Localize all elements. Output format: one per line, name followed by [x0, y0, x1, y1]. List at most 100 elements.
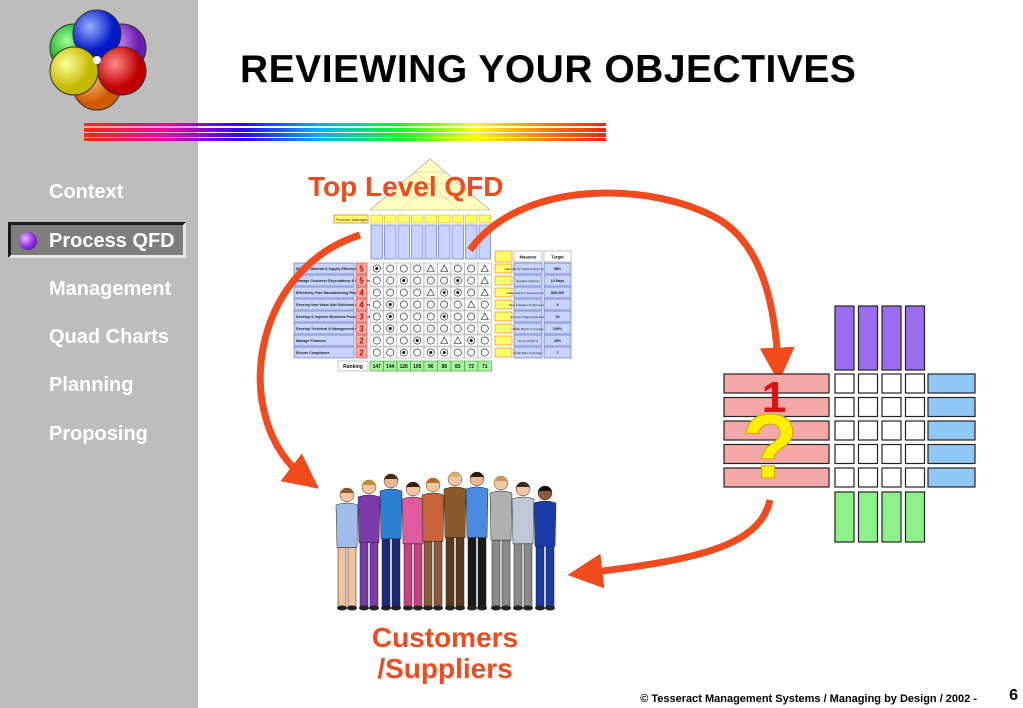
- qfd-dot-symbol: [402, 351, 406, 354]
- qfd-dot-symbol: [388, 327, 392, 330]
- qfd-column-header-box: [465, 214, 478, 224]
- qfd-circle-symbol: [440, 348, 449, 357]
- target-cell-box: [543, 322, 572, 335]
- quad-center-cell: [857, 373, 879, 394]
- qfd-triangle-symbol: [480, 312, 489, 320]
- qfd-dot-symbol: [442, 315, 446, 318]
- qfd-triangle-symbol: [467, 300, 476, 308]
- quad-center-cell: [881, 467, 902, 488]
- ranking-cell-box: [477, 360, 492, 372]
- quad-left-bar: [723, 420, 830, 441]
- quad-center-cell: [881, 396, 902, 418]
- target-cell-box: [543, 298, 572, 311]
- quad-left-bar: [723, 467, 830, 488]
- nav-item-management[interactable]: Management: [49, 278, 172, 300]
- nav-item-planning[interactable]: Planning: [49, 374, 134, 396]
- qfd-circle-symbol: [453, 300, 462, 309]
- ranking-value: 144: [386, 364, 395, 370]
- qfd-circle-symbol: [413, 300, 422, 309]
- measure-cell-box: [513, 322, 543, 335]
- qfd-row: Develop New Value Add Solutions & Proces…: [293, 298, 513, 311]
- target-cell-box: [543, 334, 572, 347]
- process-manager-label: Process Manager: [336, 217, 368, 222]
- measure-cell-box: [513, 262, 543, 275]
- measure-cell: Supplier Delivery: [516, 279, 540, 283]
- qfd-circle-symbol: [399, 264, 408, 273]
- measure-header: Measure: [520, 255, 538, 260]
- ranking-value: 96: [428, 364, 434, 370]
- qfd-circle-symbol: [413, 276, 422, 285]
- quad-number: 1: [762, 373, 786, 422]
- quad-top-bar: [857, 305, 879, 371]
- qfd-row-weight-box: [355, 334, 368, 347]
- qfd-cell: [477, 286, 492, 299]
- qfd-column-header-box: [411, 214, 424, 224]
- qfd-circle-symbol: [386, 336, 395, 345]
- quad-center-cell: [857, 443, 879, 465]
- target-cell: 10 Days: [551, 279, 565, 283]
- qfd-dot-symbol: [456, 279, 460, 282]
- quad-center-cell: [904, 373, 926, 394]
- qfd-circle-symbol: [453, 324, 462, 333]
- qfd-circle-symbol: [372, 336, 381, 345]
- quad-center-cell: [857, 420, 879, 441]
- qfd-row-weight: 5: [359, 265, 364, 274]
- measure-cell-box: [513, 298, 543, 311]
- qfd-row-label-box: [293, 298, 355, 311]
- qfd-circle-symbol: [386, 324, 395, 333]
- qfd-circle-symbol: [467, 312, 476, 321]
- qfd-circle-symbol: [399, 312, 408, 321]
- customers-suppliers-people: [335, 471, 557, 611]
- nav-item-proposing[interactable]: Proposing: [49, 423, 148, 445]
- qfd-circle-symbol: [399, 300, 408, 309]
- qfd-circle-symbol: [480, 336, 489, 345]
- measure-cell-box: [513, 334, 543, 347]
- quad-top-bar: [834, 305, 855, 371]
- nav-item-process-qfd[interactable]: Process QFD: [49, 230, 175, 252]
- quad-center-cell: [857, 467, 879, 488]
- qfd-dot-symbol: [388, 315, 392, 318]
- qfd-circle-symbol: [413, 348, 422, 357]
- person-figure: [489, 475, 513, 611]
- qfd-row-label-box: [293, 262, 355, 275]
- qfd-title: Top Level QFD: [308, 171, 504, 202]
- qfd-cell: [477, 298, 492, 311]
- quad-right-bar: [927, 467, 976, 488]
- quad-center-cell: [881, 443, 902, 465]
- qfd-dot-symbol: [415, 339, 419, 342]
- target-cell: 20: [556, 315, 560, 319]
- ranking-label-box: [337, 360, 369, 372]
- customers-label-line1: Customers: [371, 622, 519, 653]
- person-figure: [533, 485, 557, 611]
- qfd-column-header: [438, 224, 451, 260]
- qfd-cell: [477, 262, 492, 275]
- qfd-circle-symbol: [440, 276, 449, 285]
- qfd-circle-symbol: [386, 288, 395, 297]
- qfd-circle-symbol: [480, 348, 489, 357]
- page-number: 6: [1009, 687, 1018, 704]
- qfd-circle-symbol: [453, 348, 462, 357]
- quad-left-bar: [723, 443, 830, 465]
- footer-copyright: © Tesseract Management Systems / Managin…: [640, 693, 977, 705]
- person-figure: [335, 487, 359, 611]
- quad-center-cell: [904, 443, 926, 465]
- measure-cell: Material On Hand Supply Velocity: [505, 267, 552, 271]
- qfd-row-weight-box: [355, 310, 368, 323]
- qfd-row-label: Develop Technical & Management Skills: [296, 327, 364, 331]
- nav-item-context[interactable]: Context: [49, 181, 124, 203]
- qfd-side-header-box: [494, 250, 513, 263]
- qfd-column-header-box: [384, 214, 397, 224]
- nav-item-quad-charts[interactable]: Quad Charts: [49, 326, 170, 348]
- qfd-row: Develop & Improve Business Process Tools…: [293, 310, 513, 323]
- ranking-value: 71: [482, 364, 488, 370]
- qfd-row-label-box: [293, 346, 355, 359]
- target-cell: 7: [557, 351, 559, 355]
- qfd-cell: [477, 322, 492, 335]
- person-figure: [379, 473, 403, 611]
- qfd-cell: [477, 334, 492, 347]
- qfd-circle-symbol: [467, 288, 476, 297]
- qfd-circle-symbol: [399, 336, 408, 345]
- qfd-column-header-box: [451, 214, 464, 224]
